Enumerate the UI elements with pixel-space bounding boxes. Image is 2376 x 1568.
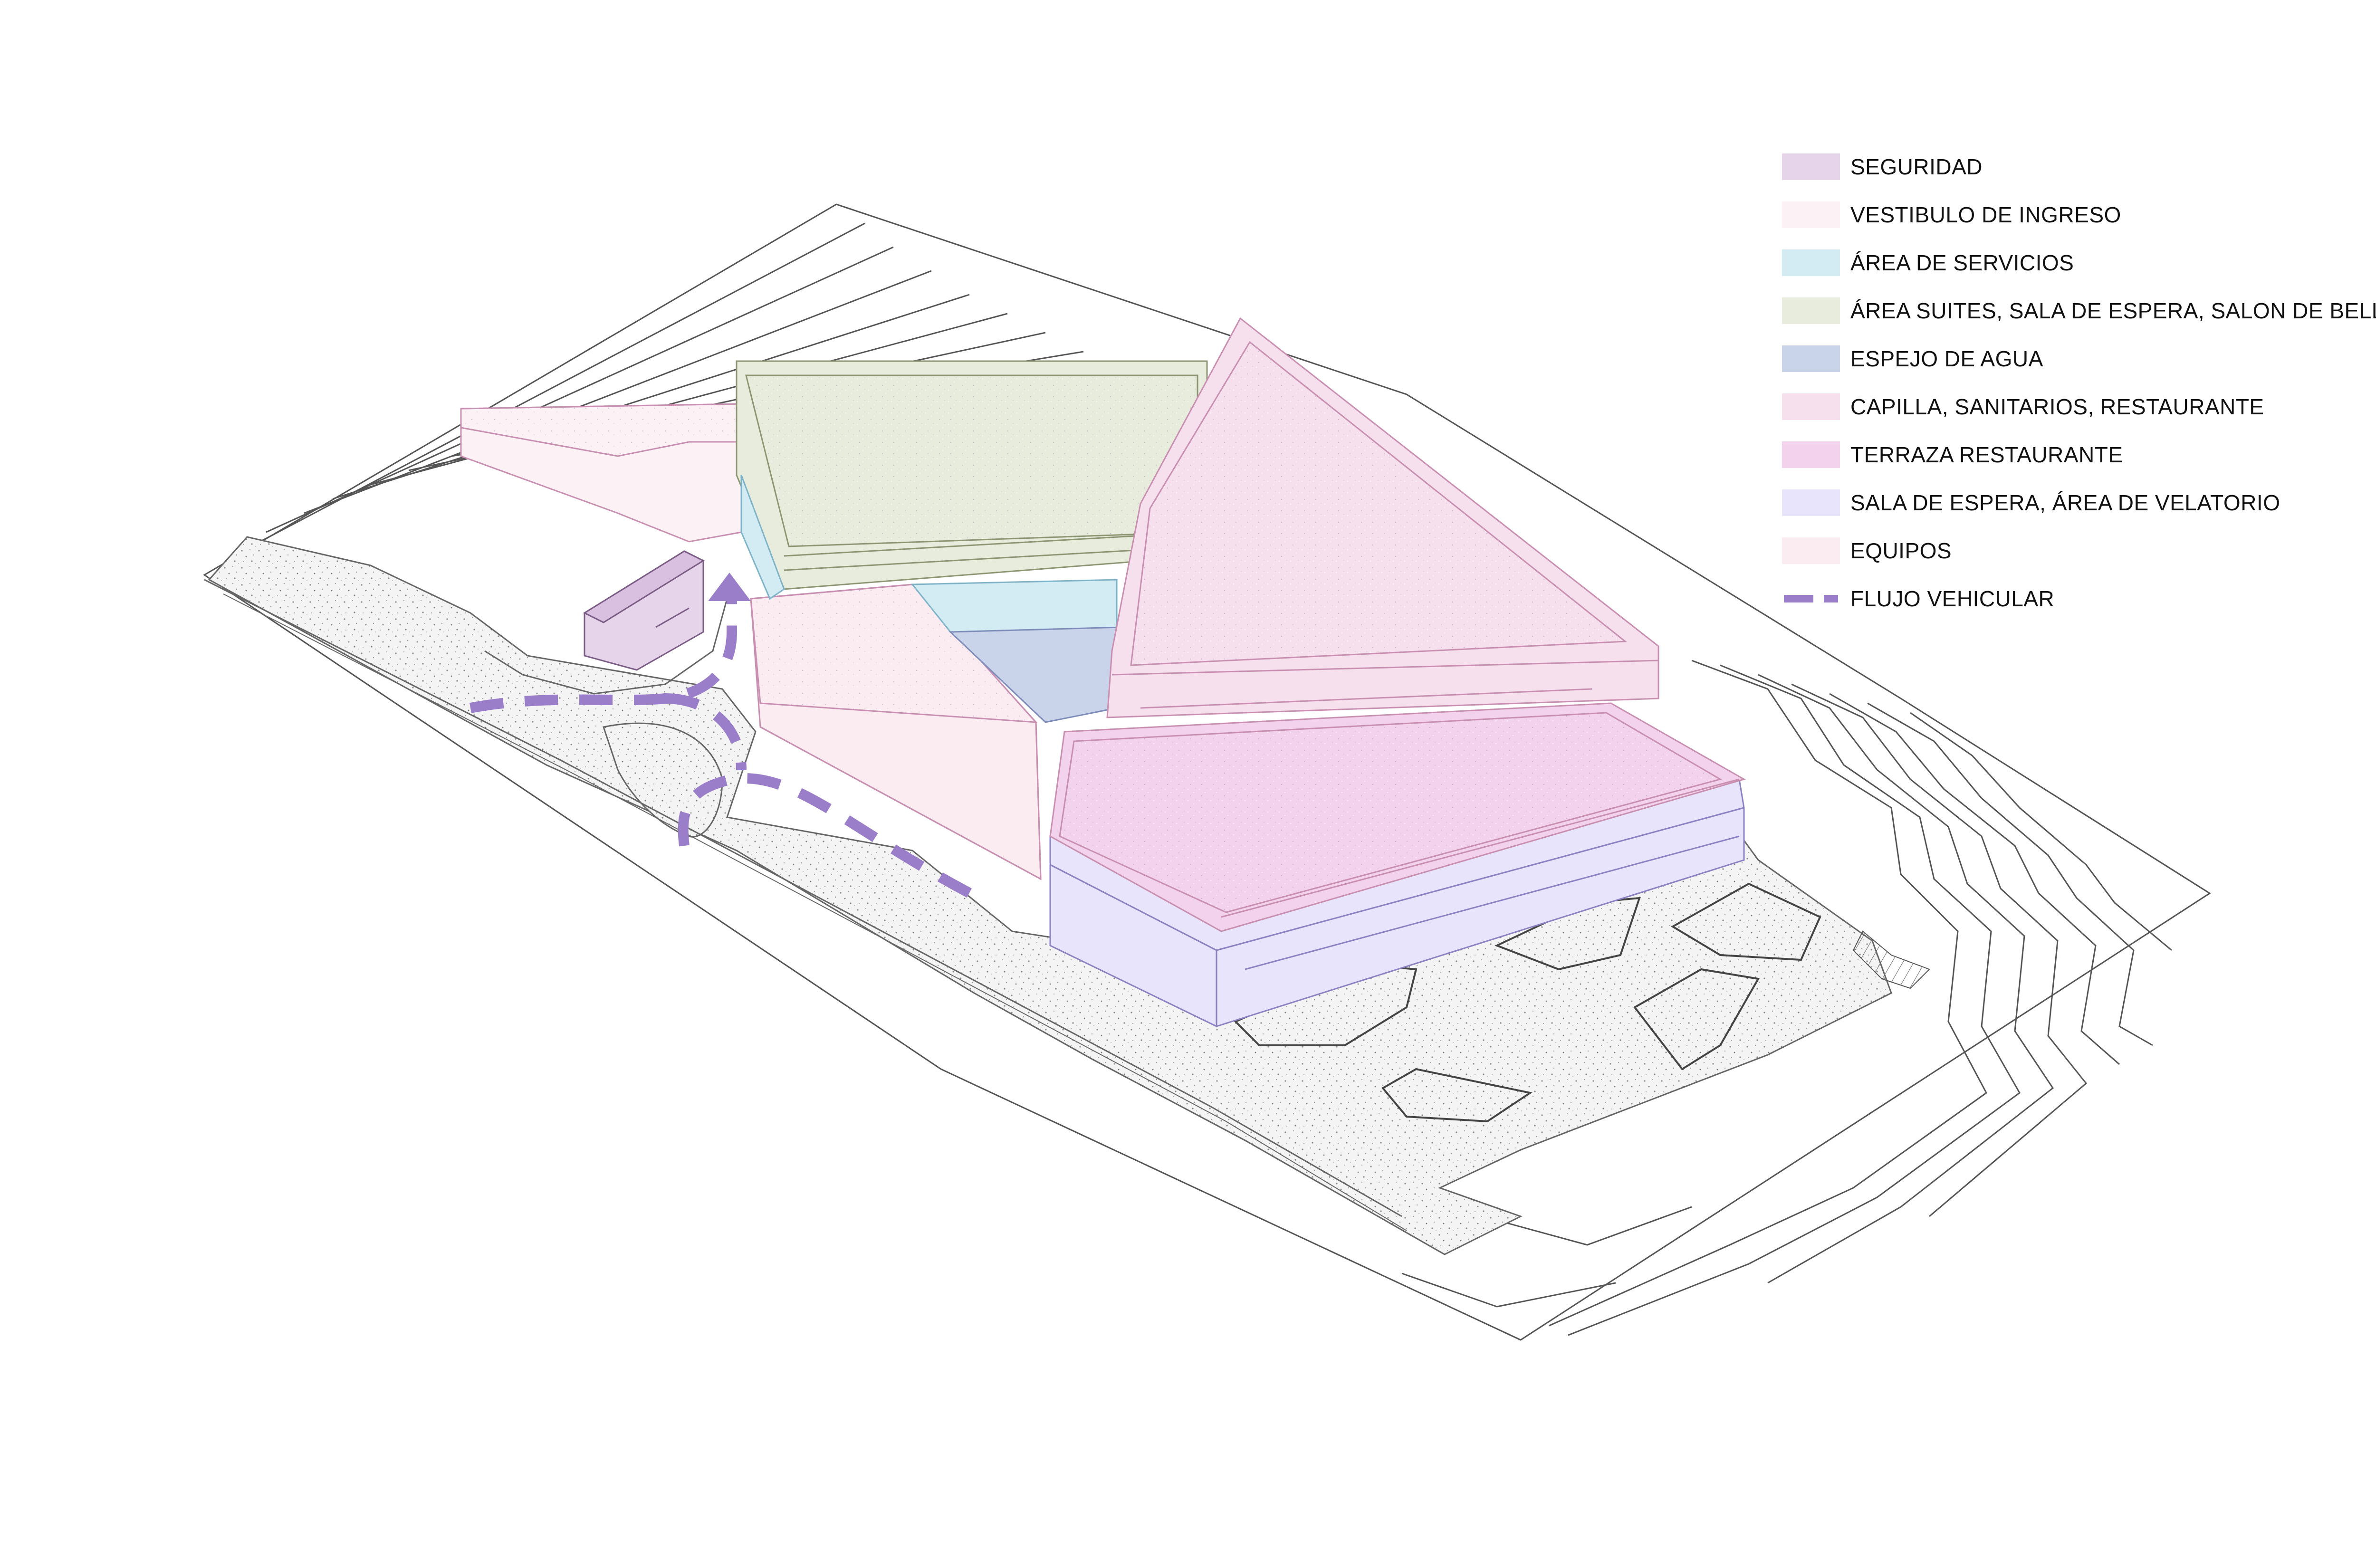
legend-swatch <box>1782 585 1840 612</box>
legend-label: SEGURIDAD <box>1850 154 1983 179</box>
legend-label: SALA DE ESPERA, ÁREA DE VELATORIO <box>1850 490 2280 515</box>
legend-label: ÁREA DE SERVICIOS <box>1850 250 2074 275</box>
legend: SEGURIDAD VESTIBULO DE INGRESO ÁREA DE SER… <box>1782 143 2376 622</box>
legend-item: FLUJO VEHICULAR <box>1782 574 2376 622</box>
legend-item: CAPILLA, SANITARIOS, RESTAURANTE <box>1782 382 2376 430</box>
legend-item: TERRAZA RESTAURANTE <box>1782 430 2376 478</box>
legend-swatch <box>1782 489 1840 516</box>
vehicle-flow-arrow <box>708 573 751 601</box>
restaurant-terrace <box>1049 702 1746 932</box>
legend-label: TERRAZA RESTAURANTE <box>1850 442 2123 467</box>
planters <box>1234 882 1821 1123</box>
legend-swatch <box>1782 201 1840 228</box>
legend-swatch <box>1782 345 1840 372</box>
legend-label: ESPEJO DE AGUA <box>1850 346 2043 371</box>
legend-label: ÁREA SUITES, SALA DE ESPERA, SALON DE BE… <box>1850 298 2376 323</box>
entrance-lobby-wing <box>460 403 742 543</box>
legend-swatch <box>1782 249 1840 276</box>
legend-item: EQUIPOS <box>1782 526 2376 574</box>
vehicle-flow-path <box>469 594 991 908</box>
legend-item: VESTIBULO DE INGRESO <box>1782 191 2376 239</box>
stairs <box>1852 930 1930 989</box>
legend-swatch <box>1782 441 1840 468</box>
legend-label: FLUJO VEHICULAR <box>1850 586 2055 611</box>
chapel-block <box>1106 317 1659 718</box>
legend-item: ESPEJO DE AGUA <box>1782 335 2376 382</box>
legend-item: SEGURIDAD <box>1782 143 2376 191</box>
legend-label: EQUIPOS <box>1850 538 1952 563</box>
legend-item: ÁREA SUITES, SALA DE ESPERA, SALON DE BE… <box>1782 287 2376 335</box>
security-booth <box>583 550 705 671</box>
equipment-block <box>750 583 1042 880</box>
legend-label: CAPILLA, SANITARIOS, RESTAURANTE <box>1850 394 2264 419</box>
legend-item: ÁREA DE SERVICIOS <box>1782 239 2376 287</box>
legend-swatch <box>1782 297 1840 324</box>
legend-label: VESTIBULO DE INGRESO <box>1850 202 2121 227</box>
paved-ground <box>204 536 1892 1255</box>
legend-item: SALA DE ESPERA, ÁREA DE VELATORIO <box>1782 478 2376 526</box>
legend-swatch <box>1782 537 1840 564</box>
legend-swatch <box>1782 393 1840 420</box>
legend-swatch <box>1782 153 1840 180</box>
